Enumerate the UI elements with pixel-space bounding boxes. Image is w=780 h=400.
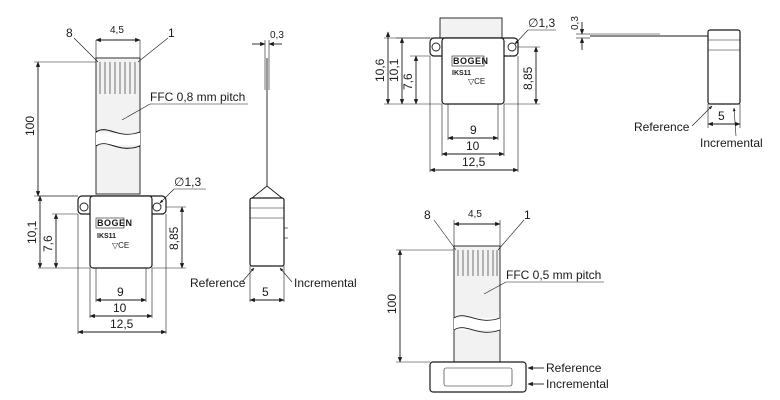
sensor-body-c — [441, 37, 505, 105]
thickness-b: 0,3 — [270, 30, 284, 41]
ffc-cable-e — [453, 245, 501, 365]
sensor-top-inner-e — [443, 367, 513, 387]
model-c: IKS11 — [452, 70, 471, 77]
pin-leader-left-e — [433, 219, 457, 251]
reference-label-d: Reference — [634, 120, 690, 134]
pin-leader-right-e — [497, 219, 525, 251]
width-mid-a: 10 — [113, 301, 127, 315]
width-inner-a: 9 — [117, 285, 124, 299]
ce-mark-a: ▽CE — [112, 241, 129, 250]
mount-hole-right-c — [507, 42, 517, 52]
sensor-side-b — [249, 197, 285, 267]
height-inner-a: 7,6 — [41, 235, 55, 252]
reference-label-e: Reference — [546, 361, 602, 375]
thickness-d: 0,3 — [570, 16, 581, 30]
length-a: 100 — [23, 116, 37, 136]
ffc-conductors-a — [99, 62, 136, 94]
ffc-label-a: FFC 0,8 mm pitch — [150, 90, 245, 104]
logo-a: BOGEN — [97, 218, 133, 228]
pitch-width-e: 4,5 — [468, 209, 482, 220]
mount-hole-right-a — [152, 202, 162, 212]
ffc-label-e: FFC 0,5 mm pitch — [506, 268, 601, 282]
height-right-c: 8,85 — [521, 66, 535, 90]
incremental-label-d: Incremental — [700, 136, 763, 150]
pin-leader-right-a — [137, 37, 169, 63]
height-outer-c: 10,6 — [373, 58, 387, 82]
mount-hole-left-c — [431, 42, 441, 52]
hole-a: ∅1,3 — [174, 175, 201, 189]
pin-right-a: 1 — [168, 26, 175, 40]
cable-flare-b — [251, 185, 283, 199]
model-a: IKS11 — [97, 233, 116, 240]
ce-mark-c: ▽CE — [468, 77, 485, 86]
view-d-side: 0,3 5 Reference Incremental — [570, 16, 763, 150]
pin-leader-left-a — [73, 37, 99, 63]
width-inner-c: 9 — [470, 123, 477, 137]
height-right-a: 8,85 — [167, 226, 181, 250]
view-c-front: BOGEN IKS11 ▽CE ∅1,3 10,6 10,1 7,6 8,85 … — [373, 16, 556, 173]
view-a-front: BOGEN IKS11 ▽CE 4,5 8 1 FFC 0,8 mm pitch… — [23, 25, 248, 335]
height-total-c: 10,1 — [387, 58, 401, 82]
length-e: 100 — [385, 294, 399, 314]
sensor-side-d — [707, 29, 741, 105]
height-total-a: 10,1 — [25, 220, 39, 244]
pin-left-e: 8 — [424, 208, 431, 222]
mount-hole-left-a — [79, 202, 89, 212]
pitch-width-a: 4,5 — [110, 25, 124, 36]
width-total-c: 12,5 — [462, 155, 486, 169]
break-mark-e1 — [453, 315, 501, 321]
hole-c: ∅1,3 — [528, 16, 555, 30]
pin-right-e: 1 — [524, 208, 531, 222]
ffc-conductors-e — [457, 250, 498, 276]
view-e-top: 4,5 8 1 FFC 0,5 mm pitch 100 Reference I… — [385, 208, 609, 393]
width-mid-c: 10 — [466, 139, 480, 153]
height-inner-c: 7,6 — [401, 73, 415, 90]
sensor-body-a — [89, 195, 153, 269]
sensor-top-e — [429, 361, 527, 393]
reference-label-b: Reference — [190, 276, 246, 290]
pin-left-a: 8 — [66, 26, 73, 40]
break-mark-e2 — [453, 327, 501, 333]
width-total-a: 12,5 — [110, 317, 134, 331]
depth-b: 5 — [262, 285, 269, 299]
logo-c: BOGEN — [453, 56, 489, 66]
incremental-label-e: Incremental — [546, 377, 609, 391]
depth-d: 5 — [718, 109, 725, 123]
ffc-cable-a — [95, 57, 141, 195]
ffc-stub-c — [439, 17, 503, 39]
incremental-label-b: Incremental — [294, 276, 357, 290]
view-b-side: 0,3 5 Reference Incremental — [190, 30, 357, 303]
logo-box-a — [95, 217, 125, 229]
logo-box-c — [451, 55, 485, 67]
